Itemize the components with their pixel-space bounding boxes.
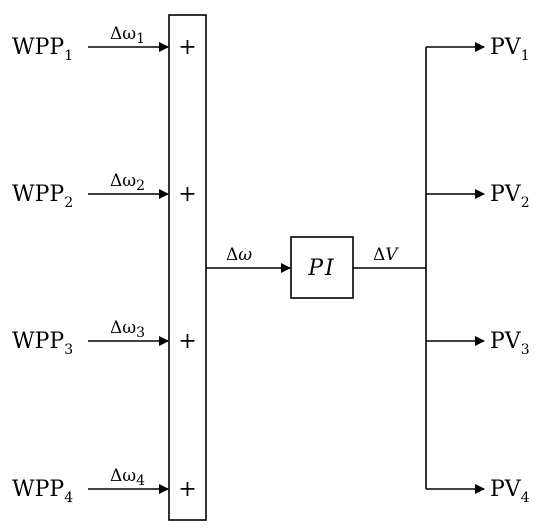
output-label-3: PV3 <box>490 329 530 358</box>
plus-sign-2: + <box>178 182 196 207</box>
input-signal-3: Δω3 <box>110 318 145 341</box>
plus-sign-1: + <box>178 35 196 60</box>
plus-sign-4: + <box>178 477 196 502</box>
output-label-4: PV4 <box>490 477 530 506</box>
input-label-4: WPP4 <box>12 477 73 506</box>
input-signal-4: Δω4 <box>110 466 145 489</box>
sum-output-label: Δω <box>226 245 252 265</box>
input-signal-2: Δω2 <box>110 171 145 194</box>
summing-block <box>168 14 207 521</box>
input-label-1: WPP1 <box>12 35 73 64</box>
input-label-3: WPP3 <box>12 329 73 358</box>
pi-controller-label: PI <box>307 256 336 281</box>
plus-sign-3: + <box>178 329 196 354</box>
controller-output-label: ΔV <box>373 245 399 265</box>
input-label-2: WPP2 <box>12 182 73 211</box>
output-label-2: PV2 <box>490 182 530 211</box>
input-signal-1: Δω1 <box>110 24 145 47</box>
output-label-1: PV1 <box>490 35 530 64</box>
